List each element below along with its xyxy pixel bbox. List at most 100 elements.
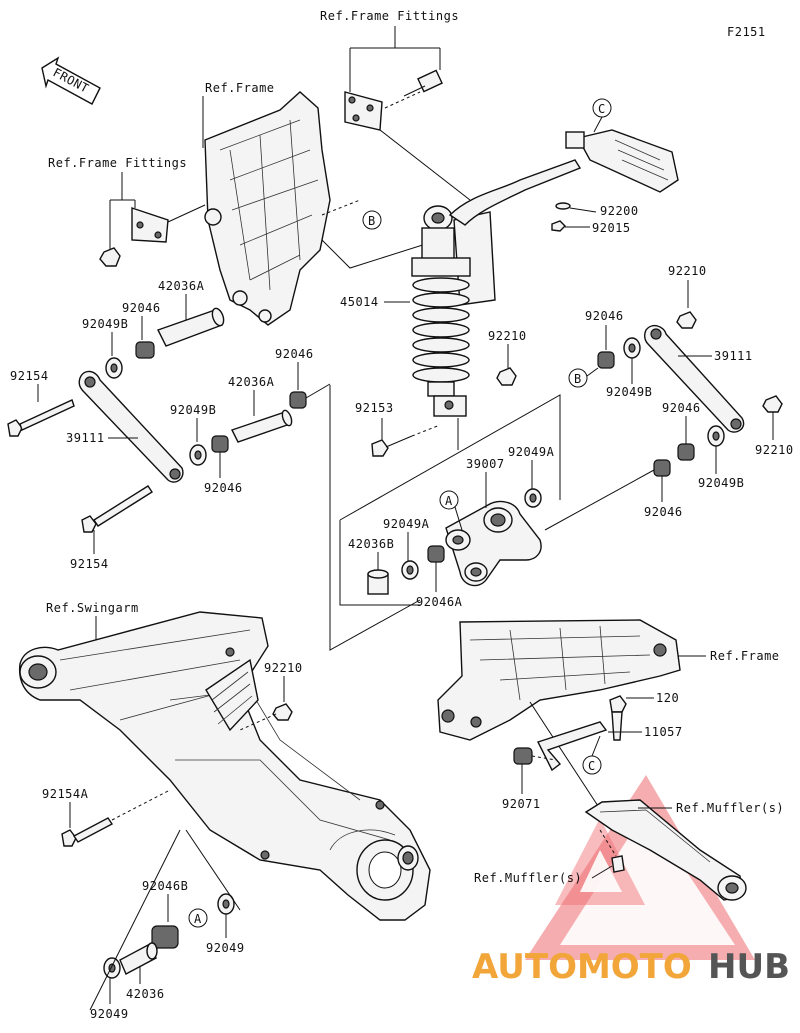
part-92046A: 92046A <box>416 595 463 609</box>
front-arrow-icon <box>41 56 101 105</box>
leader-frame-fittings-left <box>109 172 136 250</box>
nut-92015 <box>551 220 590 232</box>
damper-92071 <box>513 747 557 765</box>
part-42036A-mid: 42036A <box>228 375 275 389</box>
frame-fitting-bracket-left <box>99 204 206 267</box>
part-92049-b: 92049 <box>90 1007 129 1021</box>
leader-frame-muffler <box>529 701 599 807</box>
leader-axis-right <box>544 469 655 531</box>
clip-92200 <box>555 202 597 213</box>
part-92046-mid: 92046 <box>275 347 314 361</box>
rocker-frame-lines <box>339 394 561 606</box>
callout-a-rocker: A <box>439 490 463 531</box>
ref-frame-fittings-left: Ref.Frame Fittings <box>48 156 187 170</box>
part-92210-right-bottom: 92210 <box>755 443 794 457</box>
part-92200: 92200 <box>600 204 639 218</box>
part-92049-a: 92049 <box>206 941 245 955</box>
rear-shock-absorber <box>411 129 679 417</box>
callout-c-top: C <box>592 98 612 133</box>
bolt-92153 <box>371 424 441 457</box>
ref-swingarm: Ref.Swingarm <box>46 601 139 615</box>
tie-rod-39111-right <box>643 324 745 433</box>
leader-muffler-2 <box>591 865 613 879</box>
callout-a-swingarm: A <box>188 908 208 928</box>
svg-text:C: C <box>588 759 596 773</box>
ref-muffler-1: Ref.Muffler(s) <box>676 801 784 815</box>
callout-b-right: B <box>568 367 599 388</box>
part-92046-midb: 92046 <box>204 481 243 495</box>
ref-muffler-2: Ref.Muffler(s) <box>474 871 582 885</box>
callout-b-top: B <box>362 210 382 230</box>
part-92046-right2: 92046 <box>662 401 701 415</box>
rocker-frame-lines-2 <box>329 385 421 651</box>
callout-c-bottom: C <box>582 735 602 775</box>
nut-92210-right-bottom <box>762 395 783 413</box>
seal-92049A-1 <box>524 488 542 508</box>
part-11057: 11057 <box>644 725 683 739</box>
seal-92049-b <box>103 957 121 979</box>
bearing-92046A <box>427 545 445 563</box>
rocker-arm-39007 <box>445 500 542 587</box>
part-92049A-1: 92049A <box>508 445 555 459</box>
svg-text:B: B <box>574 372 582 386</box>
part-92049B-tl: 92049B <box>82 317 128 331</box>
bearing-92046-mid <box>289 391 307 409</box>
bearing-92046-right2 <box>677 443 695 461</box>
part-92210-right-top: 92210 <box>668 264 707 278</box>
watermark-logo <box>525 775 755 960</box>
bolt-92154-bottom <box>81 485 153 533</box>
bearing-92046-tl <box>135 341 155 359</box>
part-39111-right: 39111 <box>714 349 753 363</box>
leader-92046-mid-b <box>305 383 331 399</box>
part-42036: 42036 <box>126 987 165 1001</box>
swingarm <box>18 611 431 921</box>
ref-frame-right: Ref.Frame <box>710 649 780 663</box>
seal-92049A-2 <box>401 560 419 580</box>
part-39007: 39007 <box>466 457 505 471</box>
part-92154-top: 92154 <box>10 369 49 383</box>
leader-muffler-bolt <box>599 829 617 857</box>
part-39111-left: 39111 <box>66 431 105 445</box>
svg-text:B: B <box>368 214 376 228</box>
part-92015: 92015 <box>592 221 631 235</box>
bolt-120 <box>609 695 627 741</box>
watermark-text-1: AUTOMOTO <box>472 947 692 987</box>
part-92049B-right2: 92049B <box>698 476 744 490</box>
bearing-92046-right <box>597 351 615 369</box>
frame-casting-right <box>437 619 681 741</box>
nut-92210-right-top <box>676 311 697 329</box>
svg-text:C: C <box>598 102 606 116</box>
tie-rod-39111-left <box>78 370 184 483</box>
part-92049B-right: 92049B <box>606 385 652 399</box>
diagram-code: F2151 <box>727 25 766 39</box>
bearing-92046-right3 <box>653 459 671 477</box>
part-92046-tl: 92046 <box>122 301 161 315</box>
seal-92049B-right2 <box>707 425 725 447</box>
part-92154A: 92154A <box>42 787 89 801</box>
part-92153: 92153 <box>355 401 394 415</box>
seal-92049B-right <box>623 337 641 359</box>
collar-42036 <box>119 942 158 975</box>
bracket-11057 <box>537 721 608 772</box>
muffler-hanger <box>584 799 747 901</box>
part-92046B: 92046B <box>142 879 188 893</box>
ref-frame-fittings-top: Ref.Frame Fittings <box>320 9 459 23</box>
svg-text:A: A <box>445 494 453 508</box>
collar-42036A-mid <box>231 409 293 443</box>
ref-frame-top: Ref.Frame <box>205 81 275 95</box>
seal-92049B-tl <box>105 357 123 379</box>
collar-42036A-top <box>157 307 225 347</box>
bearing-92046-midb <box>211 435 229 453</box>
collar-42036B <box>367 569 389 595</box>
frame-casting-left <box>204 91 471 326</box>
part-120: 120 <box>656 691 679 705</box>
part-92049B-mid: 92049B <box>170 403 216 417</box>
nut-92210-center <box>496 344 517 386</box>
bolt-92154-top <box>7 399 75 437</box>
part-92046-right: 92046 <box>585 309 624 323</box>
part-92071: 92071 <box>502 797 541 811</box>
part-92049A-2: 92049A <box>383 517 430 531</box>
part-92046-right3: 92046 <box>644 505 683 519</box>
